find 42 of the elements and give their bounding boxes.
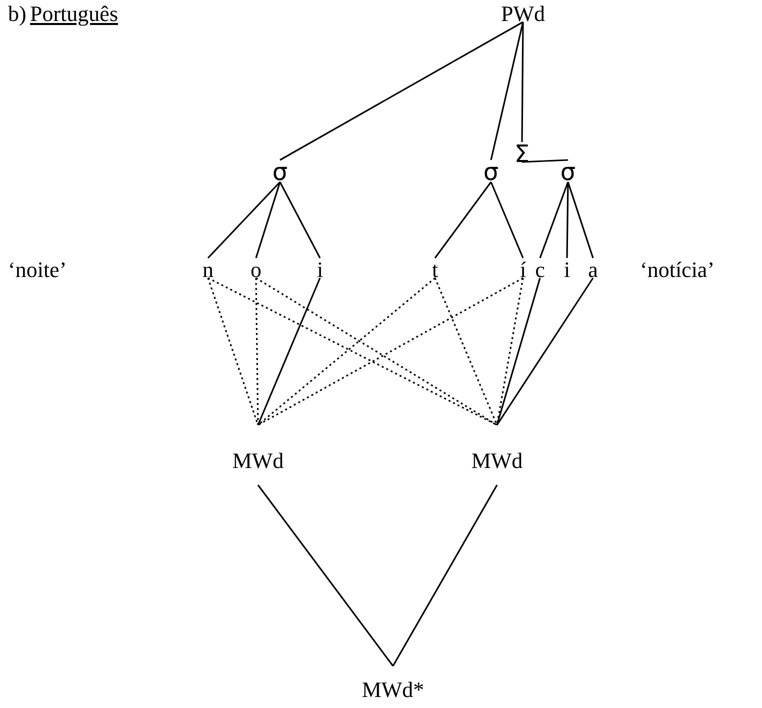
syllable-label: σ xyxy=(483,160,499,184)
syllable-label: σ xyxy=(560,160,576,184)
tree-branch-line xyxy=(257,278,321,426)
language-heading: Português xyxy=(30,2,118,26)
tree-branch-line xyxy=(257,484,394,666)
tree-branch-line xyxy=(434,182,492,258)
dotted-association-line xyxy=(255,278,259,426)
dotted-association-line xyxy=(257,277,436,426)
gloss-label: ‘noite’ xyxy=(8,258,67,282)
tree-branch-line xyxy=(496,278,594,426)
tree-branch-line xyxy=(207,181,281,259)
tree-node-label: Σ xyxy=(514,142,530,166)
segment-label: c xyxy=(535,258,545,282)
figure-label: b) xyxy=(8,2,26,26)
dotted-association-line xyxy=(208,277,498,426)
dotted-association-line xyxy=(434,278,498,426)
segment-label: t xyxy=(432,258,438,282)
tree-branch-line xyxy=(490,182,524,258)
tree-branch-line xyxy=(255,182,281,258)
segment-label: i xyxy=(564,258,570,282)
tree-branch-line xyxy=(496,278,541,426)
segment-label: o xyxy=(250,258,262,282)
tree-branch-line xyxy=(490,22,524,160)
segment-label: í xyxy=(520,258,526,282)
tree-branch-line xyxy=(392,484,498,666)
tree-node-label: MWd* xyxy=(362,664,424,702)
syllable-label: σ xyxy=(272,160,288,184)
tree-branch-line xyxy=(539,182,569,258)
tree-node-label: MWd xyxy=(471,425,523,473)
segment-label: n xyxy=(202,258,214,282)
gloss-label: ‘notícia’ xyxy=(640,258,715,282)
tree-branch-line xyxy=(566,182,569,258)
dotted-association-line xyxy=(496,278,524,426)
tree-node-label: MWd xyxy=(232,425,284,473)
tree-branch-line xyxy=(567,182,594,258)
tree-branch-line xyxy=(521,22,524,142)
tree-branch-line xyxy=(280,21,524,161)
tree-branch-line xyxy=(522,159,568,163)
segment-label: i xyxy=(316,258,324,282)
tree-node-label: PWd xyxy=(501,2,545,26)
segment-label: a xyxy=(588,258,598,282)
tree-branch-line xyxy=(279,182,321,258)
